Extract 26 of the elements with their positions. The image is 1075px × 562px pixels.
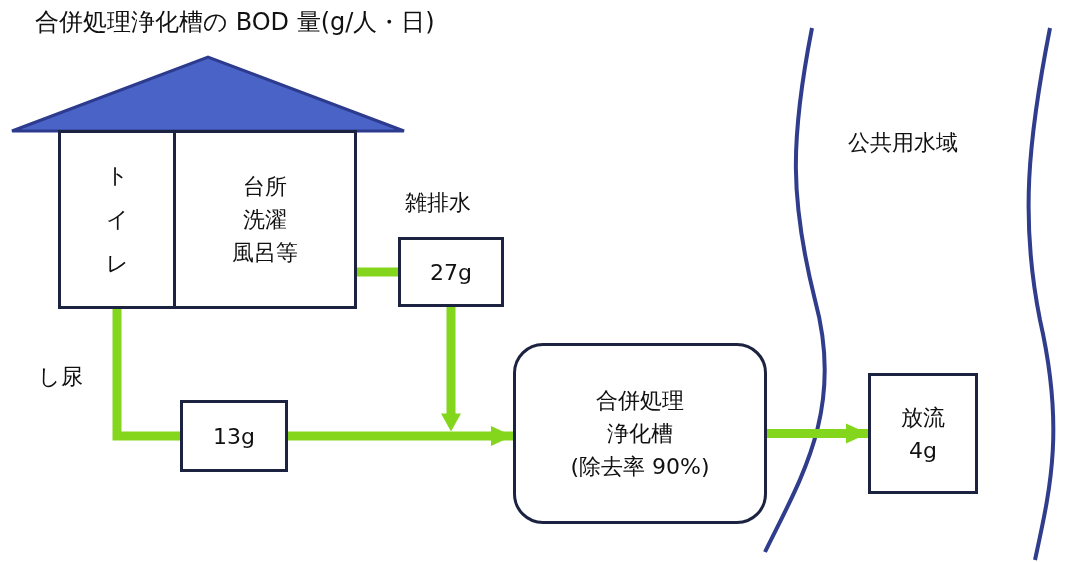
box-label: 台所 [243, 173, 287, 201]
connector-line [112, 309, 180, 441]
box-caption: 雑排水 [405, 189, 471, 217]
area-label: し尿 [38, 363, 83, 391]
box-label: (除去率 90%) [570, 453, 710, 481]
arrow [441, 307, 461, 432]
arrow [288, 426, 513, 446]
room-box [173, 130, 357, 309]
title: 合併処理浄化槽の BOD 量(g/人・日) [35, 7, 435, 38]
box-label: 合併処理浄化槽 [595, 387, 685, 448]
box-label: 洗濯 [243, 206, 287, 234]
area-label: 公共用水域 [848, 129, 958, 157]
connector-line [357, 267, 398, 277]
box-label: 13g [213, 422, 255, 451]
box-label: トイレ [105, 161, 129, 278]
roof-drawing [10, 55, 406, 133]
treatment-tank-box [513, 343, 767, 524]
box-label: 放流 [901, 403, 945, 432]
process-box [398, 237, 504, 307]
process-box [868, 373, 978, 494]
box-label: 27g [430, 258, 472, 287]
arrow [767, 423, 868, 444]
box-label: 風呂等 [232, 239, 298, 267]
box-label: 4g [909, 436, 937, 465]
room-box [58, 130, 176, 309]
process-box [180, 400, 288, 472]
